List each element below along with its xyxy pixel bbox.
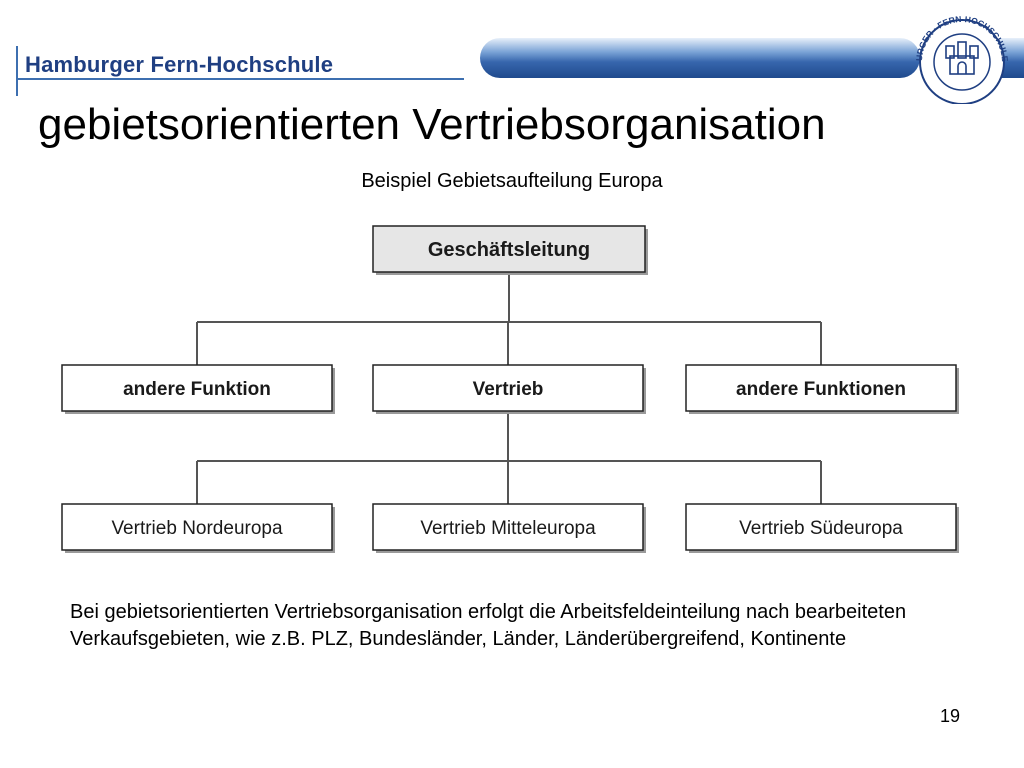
header-band xyxy=(480,38,920,78)
org-box-level2-2: Vertrieb Südeuropa xyxy=(685,503,959,553)
org-box-level2-1-label: Vertrieb Mitteleuropa xyxy=(420,518,596,539)
hfh-seal-icon: HAMBURGER · FERN-HOCHSCHULE · HFH xyxy=(902,14,1010,104)
org-box-level2-2-label: Vertrieb Südeuropa xyxy=(739,518,903,539)
slide-title: gebietsorientierten Vertriebsorganisatio… xyxy=(38,100,826,149)
diagram-subtitle: Beispiel Gebietsaufteilung Europa xyxy=(361,170,663,192)
org-box-level2-1: Vertrieb Mitteleuropa xyxy=(372,503,646,553)
brand-divider-vertical xyxy=(16,46,18,96)
org-box-root: Geschäftsleitung xyxy=(372,225,648,275)
org-box-level1-1-label: Vertrieb xyxy=(473,379,544,400)
page-number: 19 xyxy=(940,706,961,726)
org-box-level1-2: andere Funktionen xyxy=(685,364,959,414)
org-box-level2-0: Vertrieb Nordeuropa xyxy=(61,503,335,553)
brand-name: Hamburger Fern-Hochschule xyxy=(25,52,334,77)
org-box-level1-0-label: andere Funktion xyxy=(123,379,271,400)
org-box-level1-0: andere Funktion xyxy=(61,364,335,414)
org-box-root-label: Geschäftsleitung xyxy=(428,239,590,261)
org-box-level1-2-label: andere Funktionen xyxy=(736,379,906,400)
org-box-level1-1: Vertrieb xyxy=(372,364,646,414)
body-text: Bei gebietsorientierten Vertriebsorganis… xyxy=(70,601,907,650)
brand-divider-horizontal xyxy=(16,78,464,80)
org-box-level2-0-label: Vertrieb Nordeuropa xyxy=(111,518,283,539)
